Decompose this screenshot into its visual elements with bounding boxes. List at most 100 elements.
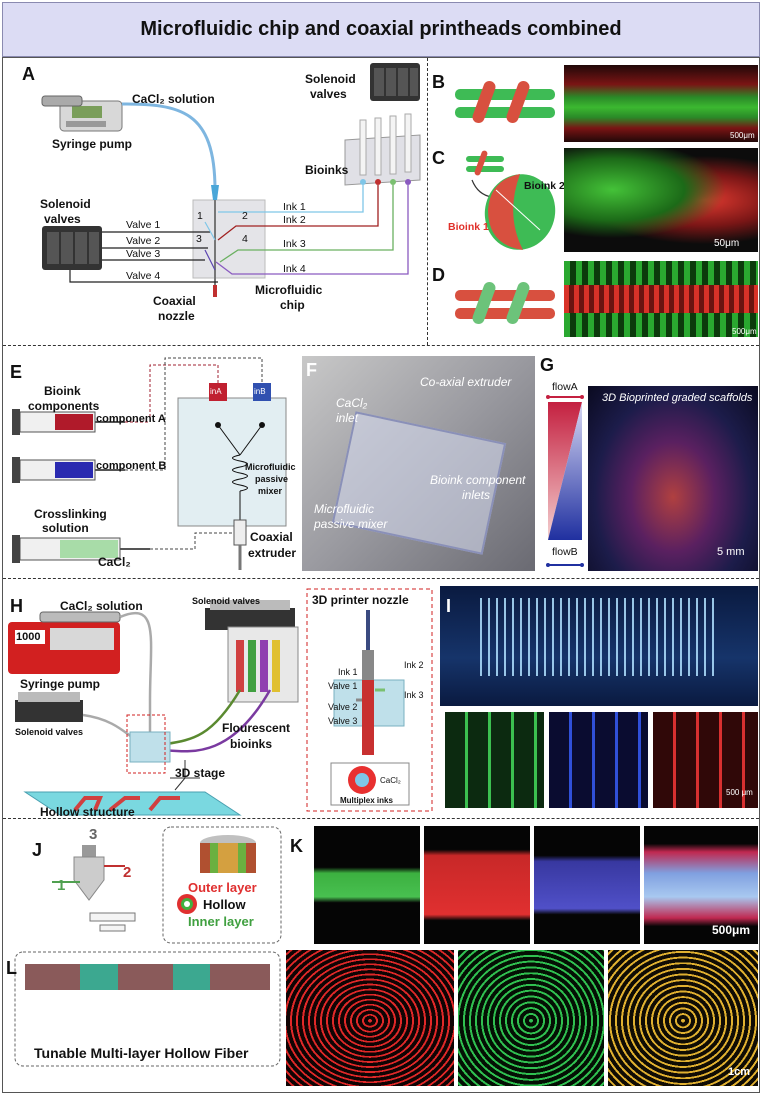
panel-m-red [286, 950, 454, 1086]
nozzle-ink-2-label: Ink 2 [404, 660, 424, 670]
nozzle-inset-box [306, 588, 433, 812]
panel-label-a: A [22, 64, 35, 84]
panel-k-red [424, 826, 530, 944]
bioink-2-label: Bioink 2 [524, 180, 565, 192]
panel-d-scale: 500μm [732, 327, 757, 336]
panel-label-j: J [32, 840, 43, 860]
ink-3-label: Ink 3 [283, 238, 306, 250]
bioink-1-label: Bioink 1 [448, 221, 489, 233]
bioink-inlets-label-1: Bioink component [430, 473, 526, 487]
bioink-components-label-1: Bioink [44, 384, 81, 398]
valve-4-label: Valve 4 [126, 270, 161, 282]
solenoid-top-label-1: Solenoid [305, 72, 356, 86]
fiber-inset-box [14, 951, 281, 1067]
cacl2-inlet-label-2: inlet [336, 411, 359, 425]
solenoid-h-left-label: Solenoid valves [15, 727, 84, 737]
pump-display: 1000 [16, 631, 41, 643]
panel-label-h: H [10, 596, 23, 616]
chip-number-3: 3 [196, 233, 202, 245]
component-b-label: component B [96, 460, 167, 472]
chip-number-2: 2 [242, 210, 248, 222]
valve-3-label: Valve 3 [126, 248, 161, 260]
divider-3 [3, 818, 759, 819]
bioinks-label: Bioinks [305, 163, 349, 177]
panel-m-yellow [608, 950, 758, 1086]
panel-c-micrograph [564, 148, 758, 252]
panel-label-c: C [432, 148, 445, 168]
graded-scaffolds-caption: 3D Bioprinted graded scaffolds [602, 392, 753, 404]
ink-4-label: Ink 4 [283, 263, 306, 275]
j-number-2: 2 [123, 864, 132, 881]
outer-layer-label: Outer layer [188, 880, 257, 895]
coaxial-extruder-label-2: extruder [248, 546, 297, 560]
fluorescent-label-1: Flourescent [222, 721, 291, 735]
nozzle-title: 3D printer nozzle [312, 593, 409, 607]
panel-b-scale: 500μm [730, 131, 755, 140]
flow-a-label: flowA [552, 381, 578, 393]
crosslinking-label-1: Crosslinking [34, 507, 107, 521]
ink-2-label: Ink 2 [283, 214, 306, 226]
fluorescent-label-2: bioinks [230, 737, 273, 751]
divider-vertical-top [427, 58, 428, 345]
panel-k-green [314, 826, 420, 944]
panel-k-blue [534, 826, 640, 944]
bioink-inlets-label-2: inlets [462, 488, 491, 502]
page-title: Microfluidic chip and coaxial printheads… [140, 18, 622, 40]
syringe-pump-icon [41, 95, 123, 132]
panel-label-i: I [446, 596, 452, 616]
syringe-pump-red-icon [8, 611, 121, 674]
ink-1-label: Ink 1 [283, 201, 306, 213]
solenoid-left-label-2: valves [44, 212, 81, 226]
nozzle-ink-3-label: Ink 3 [404, 690, 424, 700]
coaxial-extruder-label-1: Coaxial [250, 530, 293, 544]
panel-label-b: B [432, 72, 445, 92]
panel-g-scale: 5 mm [717, 546, 745, 558]
mixer-chip-box [177, 397, 287, 527]
solenoid-left-label-1: Solenoid [40, 197, 91, 211]
hollow-label: Hollow [203, 897, 246, 912]
panel-label-g: G [540, 355, 555, 375]
nozzle-valve-2-label: Valve 2 [328, 702, 358, 712]
panel-g-photo [588, 386, 758, 571]
coaxial-extruder-f-label: Co-axial extruder [420, 375, 512, 389]
panel-m-scale: 1cm [728, 1066, 751, 1078]
panel-k-scale: 500μm [712, 923, 751, 937]
panel-label-l: L [6, 958, 17, 978]
figure-frame [2, 57, 760, 1093]
syringe-b-icon [12, 457, 125, 483]
multiplex-inks-label: Multiplex inks [340, 796, 393, 805]
nozzle-valve-3-label: Valve 3 [328, 716, 358, 726]
syringe-cacl2-icon [12, 535, 150, 563]
nozzle-cacl2-label: CaCl₂ [380, 776, 401, 785]
panel-i-blue [549, 712, 648, 808]
panel-f-photo [302, 356, 535, 571]
solenoid-valves-left-icon [42, 226, 102, 270]
microfluidic-chip-box [192, 199, 266, 279]
coaxial-nozzle-label-2: nozzle [158, 309, 195, 323]
syringe-a-icon [12, 409, 125, 435]
mixer-label-1: Microfluidic [245, 462, 296, 472]
nozzle-highlight-box [126, 714, 166, 774]
panel-label-e: E [10, 362, 23, 382]
coaxial-nozzle-label-1: Coaxial [153, 294, 196, 308]
flow-b-label: flowB [552, 546, 578, 558]
chip-number-4: 4 [242, 233, 248, 245]
panel-m-green [458, 950, 604, 1086]
cacl2-solution-label: CaCl₂ solution [132, 92, 215, 106]
panel-d-micrograph [564, 261, 758, 337]
cacl2-inlet-label-1: CaCl₂ [336, 396, 368, 410]
syringe-pump-h-label: Syringe pump [20, 677, 101, 691]
solenoid-h-top-label: Solenoid valves [192, 596, 261, 606]
panel-i-photo [440, 586, 758, 706]
inner-layer-label: Inner layer [188, 914, 254, 929]
nozzle-ink-1-label: Ink 1 [338, 667, 358, 677]
divider-1 [3, 345, 759, 346]
panel-i-green [445, 712, 544, 808]
hollow-structure-label: Hollow structure [40, 805, 135, 819]
3d-stage-label: 3D stage [175, 766, 226, 780]
